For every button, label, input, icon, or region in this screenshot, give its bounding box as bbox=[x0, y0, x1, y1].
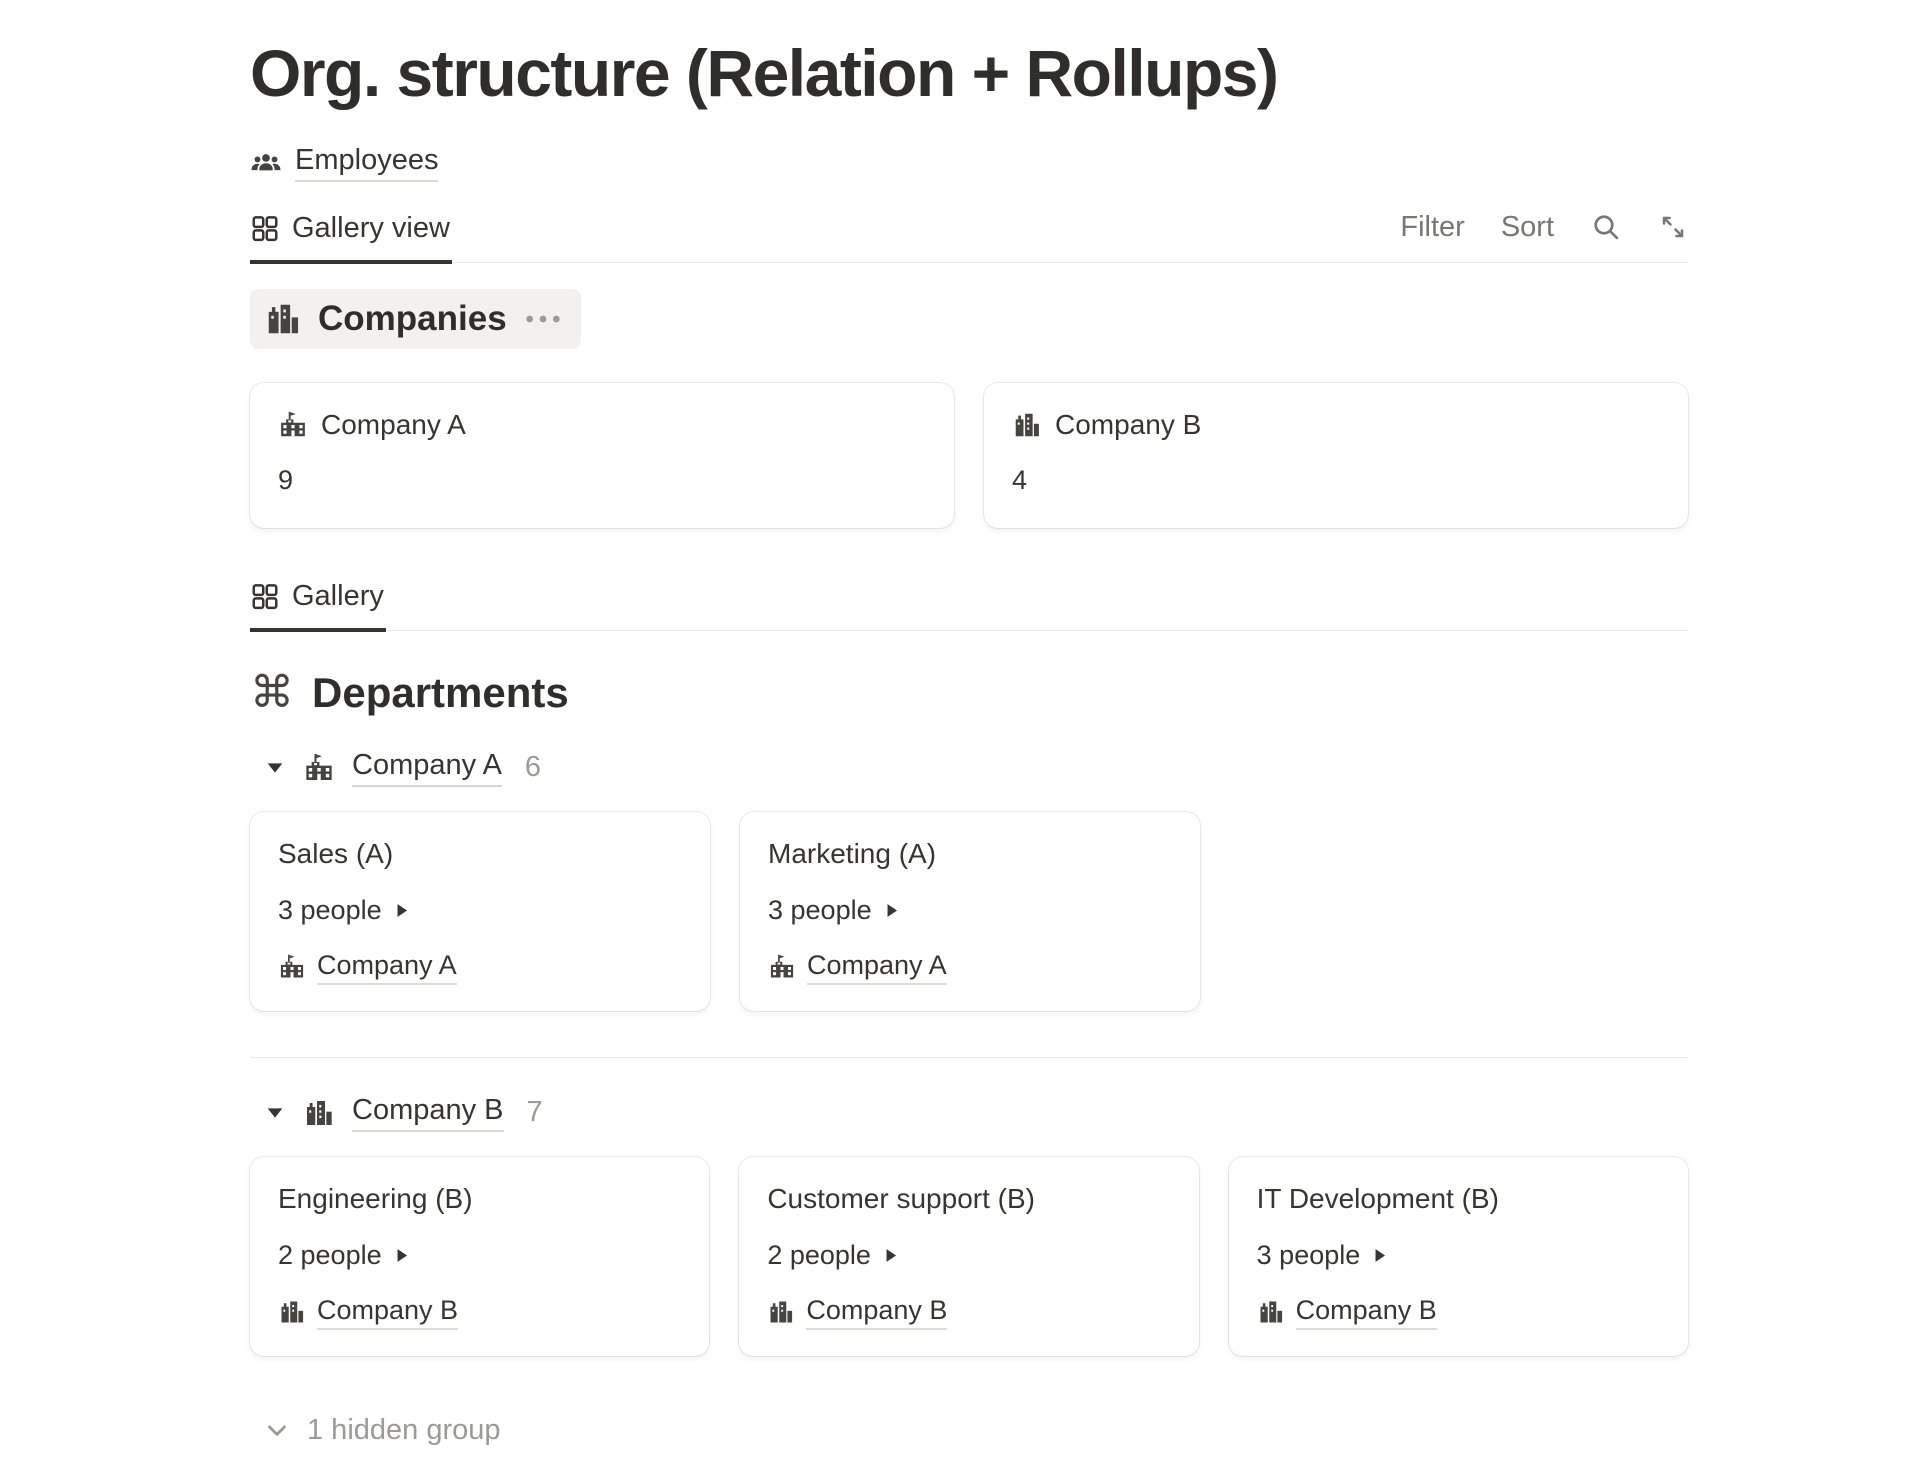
people-count: 3 people bbox=[768, 894, 872, 925]
company-relation-link[interactable]: Company B bbox=[278, 1295, 459, 1330]
company-link-label: Company B bbox=[806, 1295, 948, 1330]
city-icon bbox=[767, 1298, 795, 1326]
departments-title: Departments bbox=[312, 668, 569, 716]
group-name-link[interactable]: Company B bbox=[352, 1094, 504, 1132]
group-header-company-b[interactable]: Company B 7 bbox=[250, 1094, 543, 1132]
group-b-cards: Engineering (B) 2 people bbox=[250, 1156, 1688, 1356]
company-link-label: Company B bbox=[317, 1295, 459, 1330]
company-relation-link[interactable]: Company A bbox=[768, 950, 947, 985]
tab-gallery[interactable]: Gallery bbox=[250, 572, 386, 632]
school-icon bbox=[278, 410, 308, 440]
more-options-icon[interactable] bbox=[523, 312, 563, 326]
employees-link-label: Employees bbox=[295, 144, 439, 182]
city-icon bbox=[264, 300, 302, 338]
play-icon bbox=[392, 901, 411, 920]
company-card-name: Company B bbox=[1055, 408, 1202, 440]
hidden-group-label: 1 hidden group bbox=[307, 1413, 501, 1446]
play-icon bbox=[881, 1246, 900, 1265]
triangle-down-icon[interactable] bbox=[264, 757, 286, 779]
people-count: 2 people bbox=[767, 1239, 871, 1270]
city-icon bbox=[278, 1298, 306, 1326]
dept-card-title: Sales (A) bbox=[278, 837, 394, 869]
group-a-cards: Sales (A) 3 people bbox=[250, 811, 1688, 1011]
people-count: 3 people bbox=[278, 894, 382, 925]
people-count: 2 people bbox=[278, 1239, 382, 1270]
search-icon[interactable] bbox=[1590, 211, 1622, 243]
group-header-company-a[interactable]: Company A 6 bbox=[250, 749, 541, 787]
dept-card-customer-support-b[interactable]: Customer support (B) 2 people bbox=[739, 1156, 1199, 1356]
company-card-name: Company A bbox=[321, 408, 466, 440]
hidden-group-toggle[interactable]: 1 hidden group bbox=[250, 1414, 501, 1447]
city-icon bbox=[1012, 410, 1042, 440]
group-name-link[interactable]: Company A bbox=[352, 749, 502, 787]
dept-card-sales-a[interactable]: Sales (A) 3 people bbox=[250, 811, 710, 1011]
employees-link[interactable]: Employees bbox=[250, 144, 439, 182]
group-count: 7 bbox=[526, 1096, 543, 1129]
company-link-label: Company B bbox=[1295, 1295, 1437, 1330]
gallery-icon bbox=[250, 213, 280, 243]
dept-card-title: IT Development (B) bbox=[1256, 1182, 1499, 1214]
dept-card-title: Marketing (A) bbox=[768, 837, 937, 869]
dept-card-title: Customer support (B) bbox=[767, 1182, 1035, 1214]
dept-card-it-development-b[interactable]: IT Development (B) 3 people bbox=[1228, 1156, 1688, 1356]
companies-card-row: Company A 9 bbox=[250, 382, 1688, 528]
company-relation-link[interactable]: Company B bbox=[1257, 1295, 1437, 1330]
expand-icon[interactable] bbox=[1658, 212, 1688, 242]
dept-card-engineering-b[interactable]: Engineering (B) 2 people bbox=[250, 1156, 710, 1356]
companies-header[interactable]: Companies bbox=[250, 288, 581, 349]
company-relation-link[interactable]: Company B bbox=[767, 1295, 948, 1330]
school-icon bbox=[278, 953, 306, 981]
school-icon bbox=[303, 752, 335, 784]
play-icon bbox=[392, 1246, 411, 1265]
tab-gallery-label: Gallery bbox=[292, 579, 384, 612]
filter-button[interactable]: Filter bbox=[1400, 210, 1465, 243]
group-divider bbox=[250, 1056, 1688, 1058]
company-link-label: Company A bbox=[807, 950, 947, 985]
people-icon bbox=[250, 147, 282, 179]
people-count: 3 people bbox=[1256, 1239, 1361, 1270]
notion-page: Org. structure (Relation + Rollups) Empl… bbox=[250, 36, 1688, 1447]
company-link-label: Company A bbox=[317, 950, 457, 985]
toolbar-actions: Filter Sort bbox=[1400, 211, 1688, 262]
company-rollup-value: 9 bbox=[278, 464, 294, 495]
play-icon bbox=[882, 901, 901, 920]
chevron-down-icon bbox=[262, 1415, 292, 1445]
departments-toolbar: Gallery bbox=[250, 572, 1688, 632]
play-icon bbox=[1370, 1246, 1389, 1265]
dept-card-marketing-a[interactable]: Marketing (A) 3 people bbox=[740, 811, 1200, 1011]
group-count: 6 bbox=[524, 751, 542, 784]
gallery-icon bbox=[250, 581, 280, 611]
tab-gallery-view[interactable]: Gallery view bbox=[250, 204, 452, 264]
school-icon bbox=[768, 953, 796, 981]
companies-title: Companies bbox=[318, 298, 507, 338]
triangle-down-icon[interactable] bbox=[264, 1102, 286, 1124]
company-a-card[interactable]: Company A 9 bbox=[250, 382, 954, 528]
company-b-card[interactable]: Company B 4 bbox=[984, 382, 1688, 528]
tab-gallery-view-label: Gallery view bbox=[292, 211, 450, 244]
city-icon bbox=[303, 1097, 335, 1129]
dept-card-title: Engineering (B) bbox=[278, 1182, 473, 1214]
company-relation-link[interactable]: Company A bbox=[278, 950, 457, 985]
city-icon bbox=[1257, 1298, 1285, 1326]
departments-heading: ⌘ Departments bbox=[250, 669, 1688, 717]
command-icon: ⌘ bbox=[250, 667, 294, 717]
sort-button[interactable]: Sort bbox=[1500, 210, 1554, 243]
company-rollup-value: 4 bbox=[1012, 464, 1028, 495]
view-toolbar: Gallery view Filter Sort bbox=[250, 204, 1688, 264]
page-title: Org. structure (Relation + Rollups) bbox=[250, 36, 1279, 110]
